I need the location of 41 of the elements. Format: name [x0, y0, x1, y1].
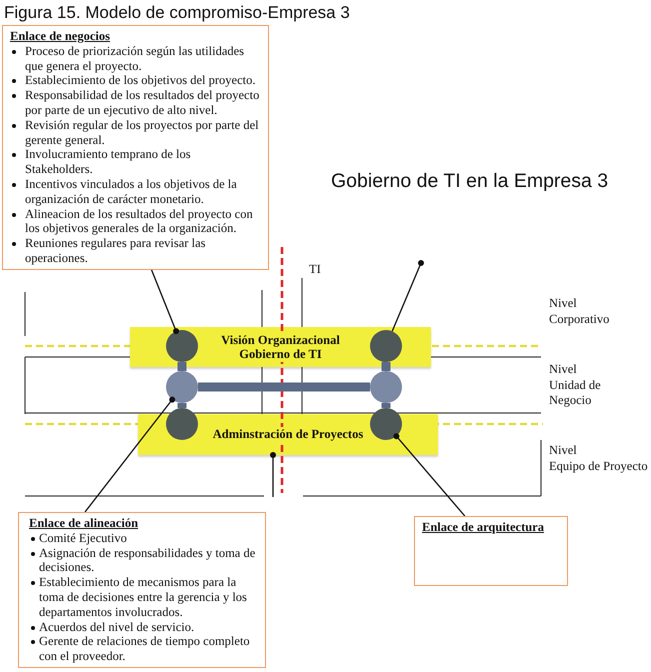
connector-bar — [198, 382, 370, 392]
leader-line — [392, 260, 424, 332]
bullet-item: Incentivos vinculados a los objetivos de la organización de carácter monetario. — [10, 176, 260, 207]
connector-bar — [178, 403, 186, 408]
level-label: Nivel Equipo de Proyecto — [549, 443, 649, 474]
column-label: TI — [309, 262, 322, 278]
bullet-item: Reuniones regulares para revisar las operaciones. — [10, 236, 260, 266]
leader-line — [84, 396, 176, 512]
bullet-item: Acuerdos del nivel de servicio. — [29, 620, 260, 634]
node-circle — [166, 371, 198, 403]
bullet-item: Responsabilidad de los resultados del proyecto por parte de un ejecutivo de alto nivel. — [10, 88, 260, 118]
diagram-title: Gobierno de TI en la Empresa 3 — [331, 170, 608, 193]
connector-bar — [382, 403, 390, 408]
node-circle — [370, 330, 402, 362]
leader-line — [393, 433, 466, 516]
connector-bar — [382, 362, 390, 371]
connector-bar — [178, 362, 186, 371]
callout-heading: Enlace de alineación — [29, 516, 138, 531]
level-label: Nivel Corporativo — [549, 296, 610, 327]
figure-caption: Figura 15. Modelo de compromiso-Empresa 3 — [4, 3, 350, 23]
bullet-item: Gerente de relaciones de tiempo completo con el proveedor. — [29, 634, 260, 664]
bullet-item: Revisión regular de los proyectos por parte del gerente general. — [10, 118, 260, 148]
callout-box — [414, 516, 568, 586]
callout-heading: Enlace de negocios — [10, 29, 110, 44]
bullet-item: Asignación de responsabilidades y toma de decisiones. — [29, 546, 260, 576]
level-label: Nivel Unidad de Negocio — [549, 362, 602, 408]
node-circle — [370, 371, 402, 403]
band-label: Adminstración de Proyectos — [212, 427, 364, 442]
bullet-item: Alineacion de los resultados del proyecto con los objetivos generales de la organización. — [10, 206, 260, 236]
level-band — [130, 327, 431, 367]
callout-box — [18, 512, 266, 668]
bullet-item: Comité Ejecutivo — [29, 530, 260, 546]
leader-line — [270, 452, 276, 497]
callout-box — [2, 25, 269, 270]
bullet-item: Establecimiento de los objetivos del proyecto. — [10, 73, 260, 88]
bullet-item: Involucramiento temprano de los Stakeholders. — [10, 147, 260, 177]
bullet-item: Establecimiento de mecanismos para la toma de decisiones entre la gerencia y los departamentos involucrados. — [29, 575, 260, 620]
leader-line — [150, 270, 180, 334]
bullet-item: Proceso de priorización según las utilidades que genera el proyecto. — [10, 44, 260, 74]
node-circle — [166, 330, 198, 362]
callout-heading: Enlace de arquitectura — [422, 520, 544, 535]
